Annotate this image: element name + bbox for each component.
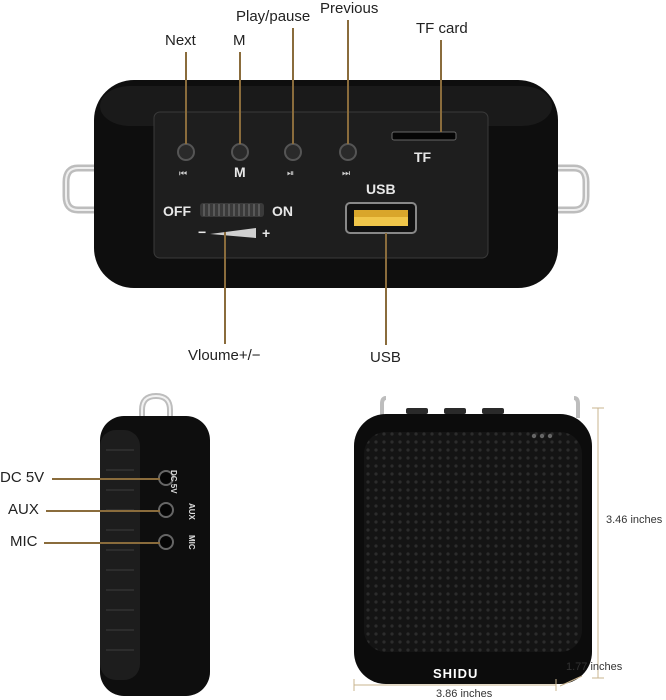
dimension-height: 3.46 inches — [606, 514, 663, 526]
leader-mic — [44, 542, 160, 544]
callout-aux: AUX — [8, 501, 39, 518]
brand-logo: SHIDU — [433, 666, 479, 681]
device-top-view — [62, 80, 590, 288]
side-print-aux: AUX — [187, 503, 196, 520]
leader-dc5v — [52, 478, 160, 480]
callout-mic: MIC — [10, 533, 38, 550]
tf-print: TF — [414, 149, 432, 165]
off-print: OFF — [163, 203, 191, 219]
side-print-mic: MIC — [187, 535, 196, 550]
callout-volume: Vloume+/− — [188, 347, 261, 364]
previous-symbol: ⏭ — [342, 168, 351, 178]
usb-port — [345, 202, 417, 234]
callout-m: M — [233, 32, 246, 49]
side-print-dc: DC 5V — [169, 470, 178, 494]
leader-volume — [224, 232, 226, 344]
callout-usb: USB — [370, 349, 401, 366]
leader-usb — [385, 233, 387, 345]
dimension-width: 3.86 inches — [436, 688, 493, 700]
on-print: ON — [272, 203, 293, 219]
mic-port — [158, 534, 174, 550]
callout-next: Next — [165, 32, 196, 49]
play-symbol: ⏯ — [287, 168, 295, 178]
callout-play-pause: Play/pause — [236, 8, 311, 25]
leader-play-pause — [292, 28, 294, 144]
leader-previous — [347, 20, 349, 144]
volume-wheel — [200, 203, 264, 238]
leader-aux — [46, 510, 160, 512]
button-play-pause — [284, 143, 302, 161]
leader-m — [239, 52, 241, 144]
plus-print: + — [262, 225, 271, 241]
leader-tf-card — [440, 40, 442, 132]
button-previous — [339, 143, 357, 161]
device-front-view — [354, 396, 592, 684]
callout-previous: Previous — [320, 0, 379, 17]
next-symbol: ⏮ — [179, 168, 188, 178]
leader-next — [185, 52, 187, 144]
button-next — [177, 143, 195, 161]
m-print: M — [234, 164, 246, 180]
usb-print: USB — [366, 181, 396, 197]
aux-port — [158, 502, 174, 518]
dimension-depth: 1.77 inches — [566, 661, 623, 673]
device-side-view — [100, 392, 210, 696]
callout-dc5v: DC 5V — [0, 469, 45, 486]
button-m — [231, 143, 249, 161]
minus-print: − — [198, 224, 207, 240]
callout-tf-card: TF card — [416, 20, 468, 37]
tf-slot — [391, 131, 457, 141]
